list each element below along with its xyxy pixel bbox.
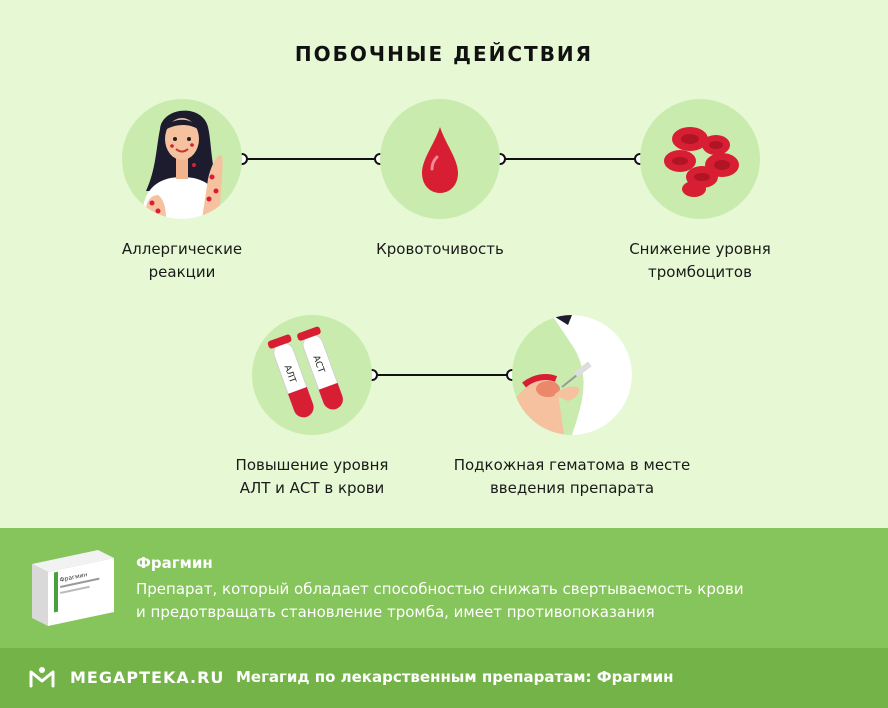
injection-arm-icon xyxy=(512,315,632,435)
effect-label-bleeding: Кровоточивость xyxy=(376,240,504,258)
megapteka-logo-icon xyxy=(29,667,55,688)
brand-name[interactable]: MEGAPTEKA.RU xyxy=(70,668,225,687)
allergy-woman-icon xyxy=(122,99,242,219)
effect-label-hematoma: Подкожная гематома в месте введения преп… xyxy=(453,456,691,497)
drug-info-band xyxy=(0,528,888,648)
drug-description: Препарат, который обладает способностью … xyxy=(136,580,744,621)
effect-label-platelets: Снижение уровня тромбоцитов xyxy=(629,240,771,281)
test-tubes-icon: АЛТ АСТ xyxy=(252,315,372,435)
footer-caption: Мегагид по лекарственным препаратам: Фра… xyxy=(236,668,674,686)
footer-bar xyxy=(0,648,888,708)
effect-label-allergy: Аллергические реакции xyxy=(121,240,243,281)
drug-name: Фрагмин xyxy=(136,554,213,572)
drug-box-image: Фрагмин xyxy=(32,550,114,626)
blood-drop-icon xyxy=(380,99,500,219)
blood-cells-icon xyxy=(640,99,760,219)
effect-label-enzymes: Повышение уровня АЛТ и АСТ в крови xyxy=(235,456,389,497)
page-title: ПОБОЧНЫЕ ДЕЙСТВИЯ xyxy=(294,42,594,66)
